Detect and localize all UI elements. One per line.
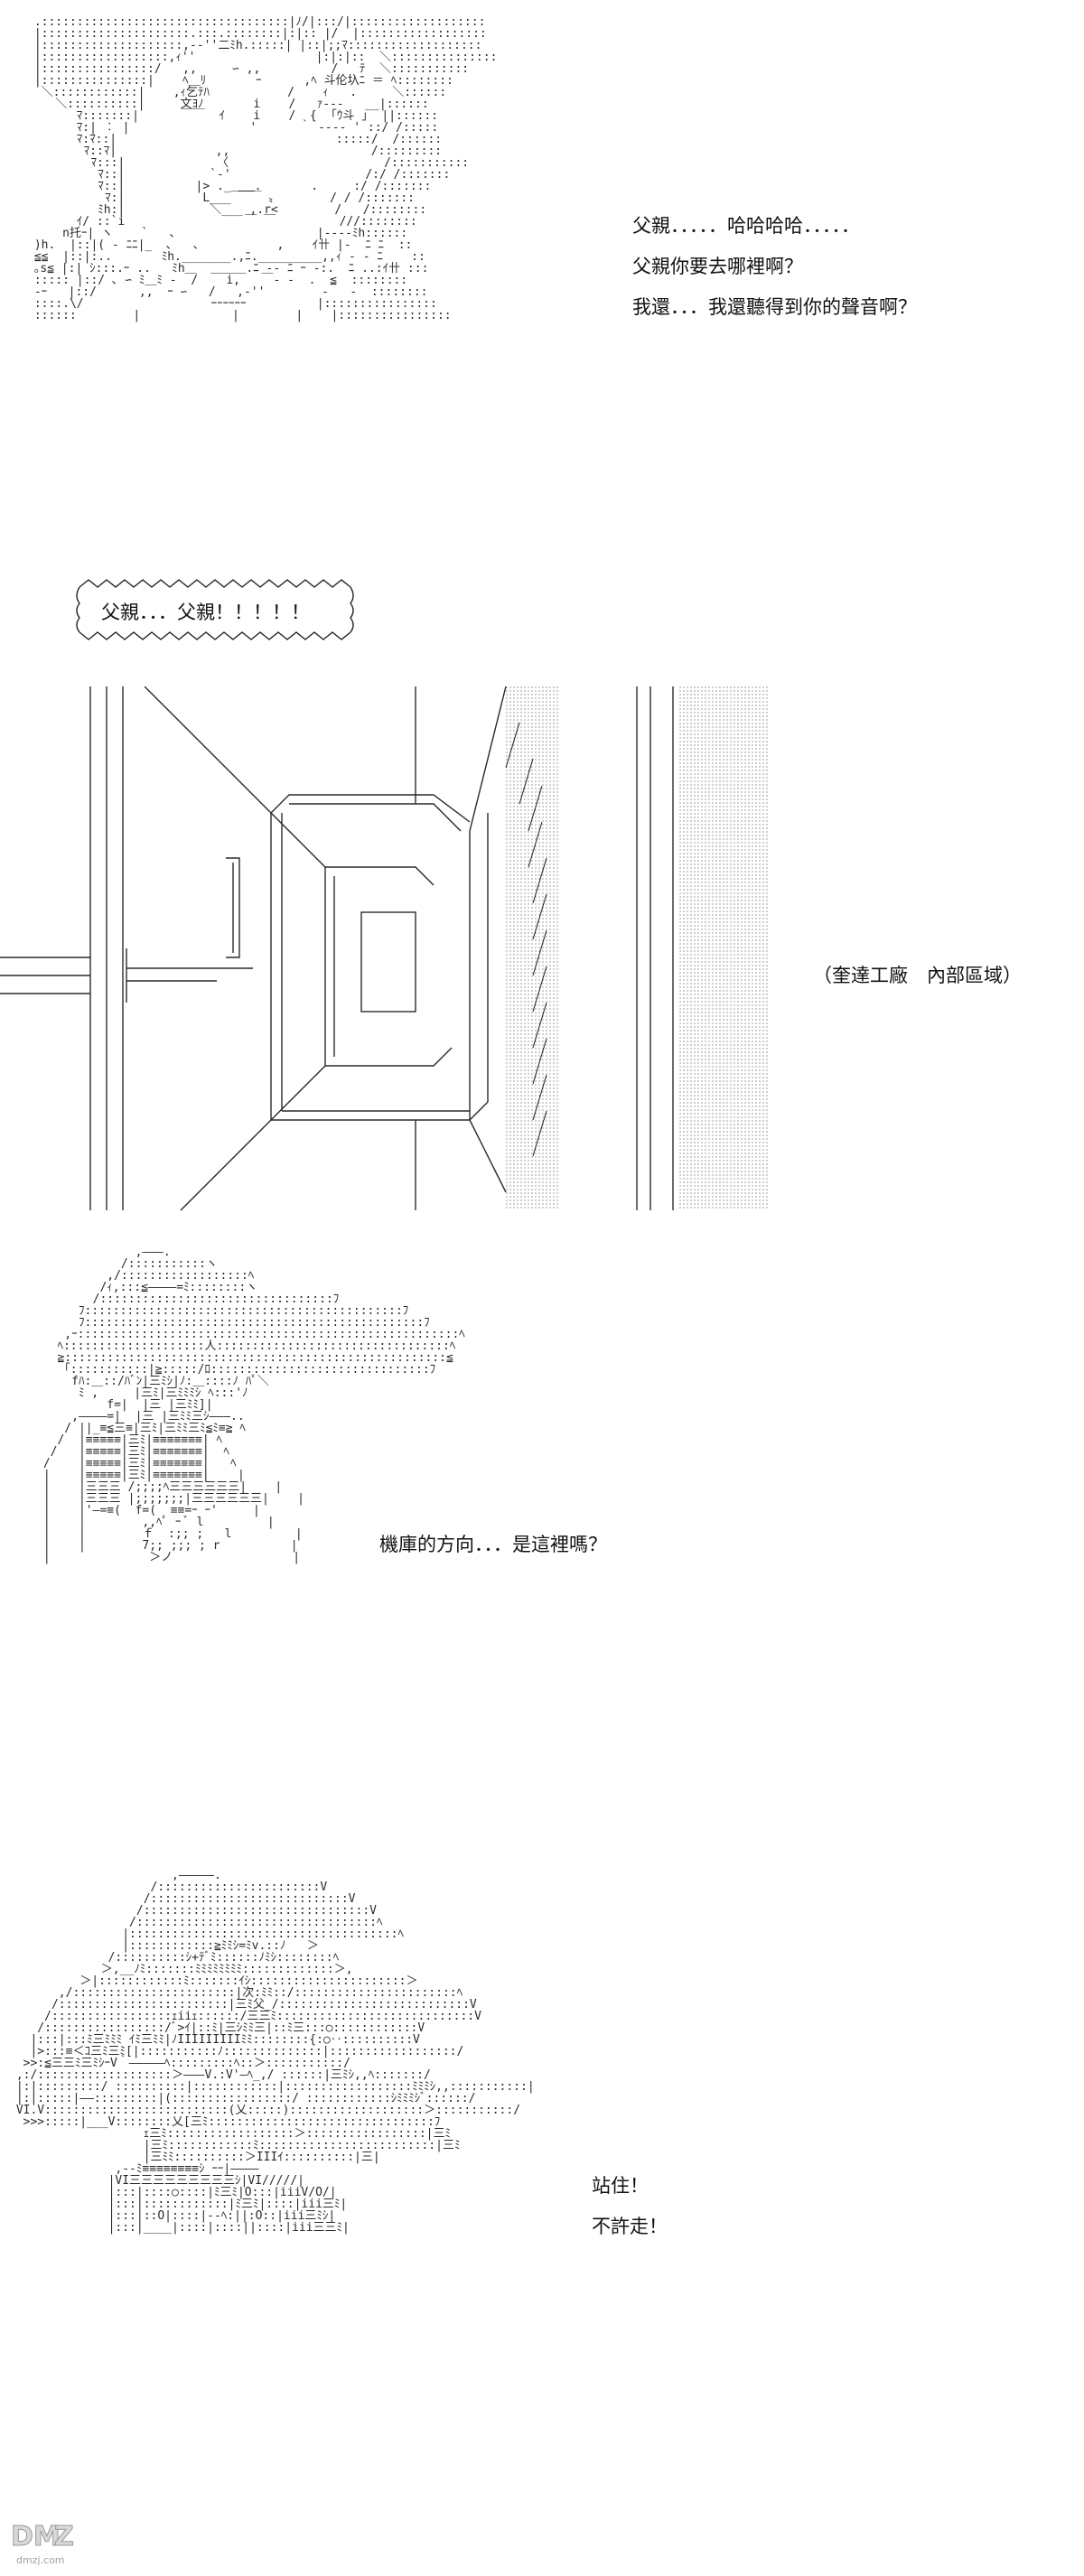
svg-text:DM: DM: [11, 2521, 61, 2553]
site-watermark-logo: DM Z dmzj.com: [7, 2511, 89, 2571]
panel-armored-figure: ,―――――. /:::::::::::::::::::::::V /:::::…: [0, 1870, 1084, 2574]
panel-face-crying: .:::::::::::::::::::::::::::::::::::|ﾉ/|…: [0, 0, 1084, 542]
dialogue-panel-4: 機庫的方向．．．是這裡嗎？: [379, 1534, 607, 1555]
ascii-art-armored-figure: ,―――――. /:::::::::::::::::::::::V /:::::…: [15, 1869, 535, 2235]
spiky-bubble-outline: [76, 579, 354, 640]
location-caption: （奎達工廠 內部區域）: [813, 965, 1022, 986]
svg-text:dmzj.com: dmzj.com: [16, 2554, 65, 2566]
shout-text: 父親．．．父親！！！！！: [101, 602, 310, 623]
dialogue-line: 父親你要去哪裡啊？: [632, 256, 803, 277]
shout-bubble: 父親．．．父親！！！！！: [72, 578, 361, 641]
dialogue-line: 站住！: [592, 2175, 649, 2197]
panel-helmet-character: ,―――. /:::::::::::ヽ ,/::::::::::::::::::…: [0, 1246, 1084, 1825]
ascii-art-helmet-figure: ,―――. /:::::::::::ヽ ,/::::::::::::::::::…: [42, 1246, 465, 1564]
ascii-art-face: .:::::::::::::::::::::::::::::::::::|ﾉ/|…: [33, 15, 498, 322]
svg-text:Z: Z: [54, 2521, 74, 2553]
panel-corridor: （奎達工廠 內部區域）: [0, 686, 1084, 1228]
dialogue-panel-1: 父親．．．．．哈哈哈哈．．．．． 父親你要去哪裡啊？ 我還．．．我還聽得到你的聲…: [632, 217, 917, 339]
dialogue-line: 我還．．．我還聽得到你的聲音啊？: [632, 296, 917, 318]
dmzj-logo-icon: DM Z dmzj.com: [11, 2521, 75, 2567]
dialogue-line: 不許走！: [592, 2216, 668, 2237]
dialogue-line: 父親．．．．．哈哈哈哈．．．．．: [632, 215, 860, 237]
dialogue-panel-5: 站住！ 不許走！: [592, 2177, 668, 2258]
corridor-drawing: [0, 686, 768, 1211]
